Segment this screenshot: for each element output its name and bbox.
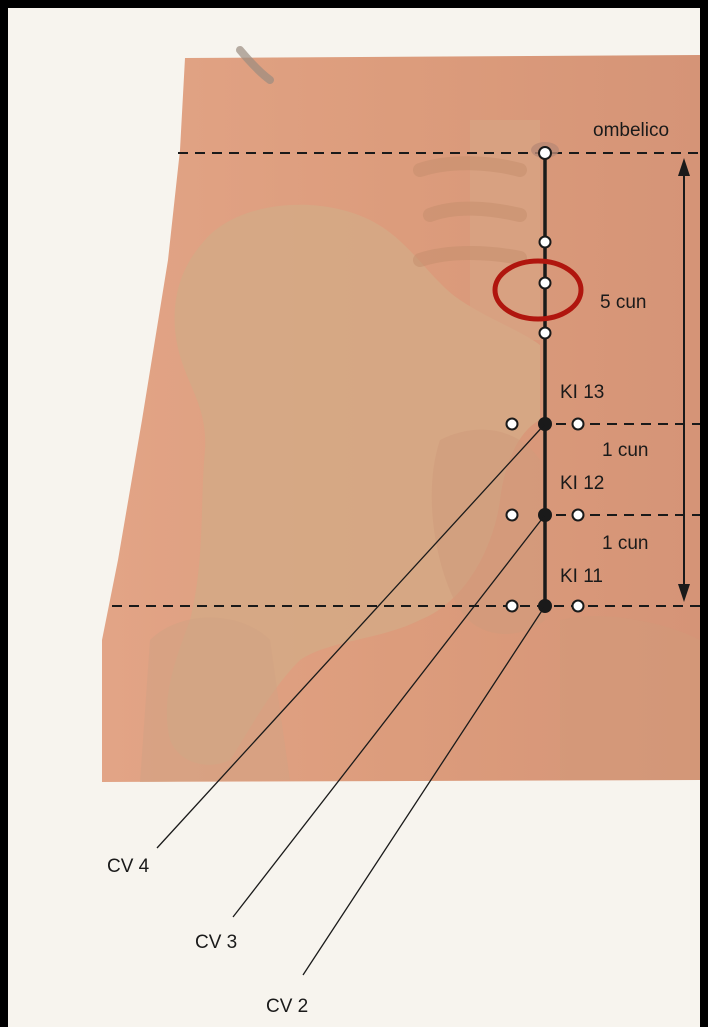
femur-head [140,618,290,783]
abdomen-illustration [102,50,700,782]
ki12-label: KI 12 [560,473,604,494]
top-frame-edge [0,0,708,8]
one-cun-label-upper: 1 cun [602,440,648,461]
ki13-label: KI 13 [560,382,604,403]
cv3-label: CV 3 [195,932,237,953]
cv2-label: CV 2 [266,996,308,1017]
ki11-label: KI 11 [560,566,603,587]
one-cun-label-lower: 1 cun [602,533,648,554]
left-frame-edge [0,0,8,1027]
umbilicus-label: ombelico [593,120,669,141]
cv4-label: CV 4 [107,856,150,877]
five-cun-label: 5 cun [600,292,646,313]
right-frame-edge [700,0,708,1027]
thigh-shading [560,616,700,780]
